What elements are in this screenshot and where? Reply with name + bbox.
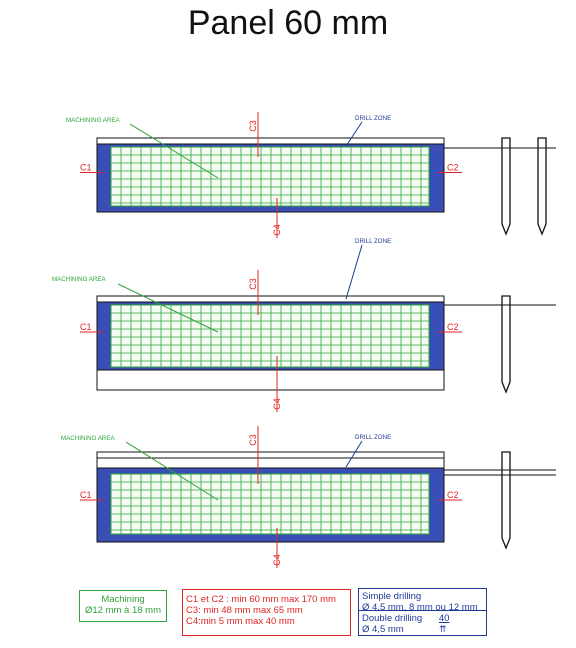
c2-label: C2 [447,490,459,500]
c4-label: C4 [272,554,282,566]
machining-grid-area [110,473,430,535]
page-title: Panel 60 mm [187,4,389,42]
constraint-c3: C3: min 48 mm max 65 mm [186,605,303,616]
machining-area-arrow [129,123,219,179]
machining-legend-range: Ø12 mm à 18 mm [84,605,162,616]
machining-area-arrow [117,283,219,333]
double-drilling-symbol: ⇈ [439,624,447,634]
side-profile [444,451,556,550]
profile-outline [501,295,511,394]
c1-label: C1 [80,490,92,500]
c3-label: C3 [248,120,258,132]
machining-area-label: MACHINING AREA [61,435,116,442]
drill-zone-leader [345,244,363,300]
drill-zone-label: DRILL ZONE [355,434,391,441]
profile-outline [501,137,511,236]
c4-label: C4 [272,398,282,410]
drill-zone-label: DRILL ZONE [355,115,391,122]
machining-legend-title: Machining [101,594,145,605]
panel-3 [80,426,556,568]
double-drilling-title: Double drilling [362,613,423,624]
drilling-legend-box: Simple drilling Ø 4,5 mm, 8 mm ou 12 mm … [358,588,487,636]
panel-top-rail [96,137,445,145]
c2-label: C2 [447,163,459,173]
double-drilling-size: Ø 4,5 mm [362,624,404,635]
simple-drilling-sizes: Ø 4,5 mm, 8 mm ou 12 mm [362,602,478,613]
machining-grid-area [110,304,430,368]
simple-drilling-title: Simple drilling [362,591,422,602]
machining-area-arrow [125,441,219,501]
drill-zone-leader [345,121,363,147]
panel-1 [80,112,556,238]
constraint-c4: C4:min 5 mm max 40 mm [186,616,295,627]
panel-bottom-strip [96,369,445,391]
profile-outline [537,137,547,236]
drill-zone-leader [345,440,363,468]
machining-area-label: MACHINING AREA [52,276,107,283]
c2-label: C2 [447,322,459,332]
double-drilling-spacing: 40 [438,613,450,624]
c3-label: C3 [248,278,258,290]
c3-label: C3 [248,434,258,446]
drill-zone-label: DRILL ZONE [355,238,391,245]
side-profile [444,295,556,394]
machining-legend-box: Machining Ø12 mm à 18 mm [79,590,167,622]
c1-label: C1 [80,163,92,173]
panel-2 [80,244,556,412]
c4-label: C4 [272,224,282,236]
c1-label: C1 [80,322,92,332]
side-profile [444,137,556,236]
profile-outline [501,451,511,550]
constraint-c1-c2: C1 et C2 : min 60 mm max 170 mm [186,594,336,605]
constraints-legend-box: C1 et C2 : min 60 mm max 170 mm C3: min … [182,589,351,636]
machining-area-label: MACHINING AREA [66,117,121,124]
